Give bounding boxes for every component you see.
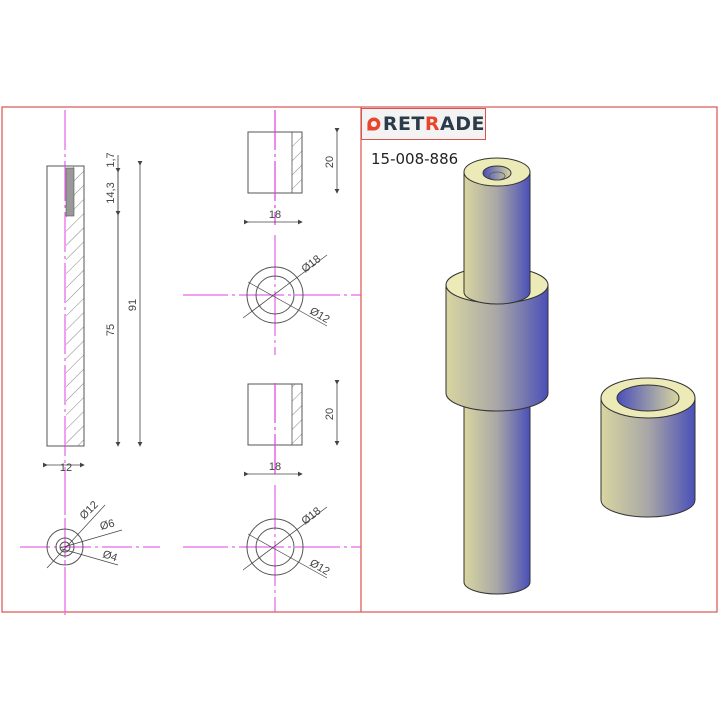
part-number: 15-008-886: [371, 150, 459, 168]
dim-bushing-1-outer-dia: Ø18: [299, 253, 323, 275]
dim-thread-length: 14,3: [105, 182, 117, 203]
bushing-2-side-view: 20 18: [244, 380, 340, 478]
dim-hole-depth: 75: [105, 324, 117, 336]
shaft-end-view: Ø12 Ø6 Ø4: [20, 485, 160, 612]
dim-bushing-2-width: 18: [269, 461, 281, 473]
bushing-1-end-view: Ø18 Ø12: [183, 235, 361, 355]
drawing-frame: [1, 106, 718, 613]
dim-bushing-1-inner-dia: Ø12: [308, 305, 332, 326]
bushing-3d-render: [600, 377, 696, 518]
bushing-1-side-view: 20 18: [244, 110, 340, 225]
dim-shaft-mid-dia: Ø6: [99, 518, 116, 533]
dim-bushing-2-height: 20: [324, 408, 336, 420]
assembly-3d-render: [445, 157, 549, 595]
dim-bushing-2-inner-dia: Ø12: [308, 557, 332, 578]
dim-bushing-1-height: 20: [324, 156, 336, 168]
dim-shaft-inner-dia: Ø4: [101, 548, 119, 564]
dim-bushing-2-outer-dia: Ø18: [299, 505, 323, 527]
dim-shaft-outer-dia: Ø12: [78, 499, 101, 522]
brand-logo: RETRADE: [361, 108, 486, 140]
shaft-section-view: 1,7 14,3 75 91 12: [43, 110, 143, 615]
dim-top-gap: 1,7: [105, 152, 117, 167]
bushing-2-end-view: Ø18 Ø12: [183, 485, 361, 612]
dim-shaft-width: 12: [60, 462, 72, 474]
brand-name: RETRADE: [382, 113, 485, 135]
dim-total-length: 91: [127, 299, 139, 311]
dim-bushing-1-width: 18: [269, 209, 281, 221]
location-pin-icon: [367, 117, 381, 131]
